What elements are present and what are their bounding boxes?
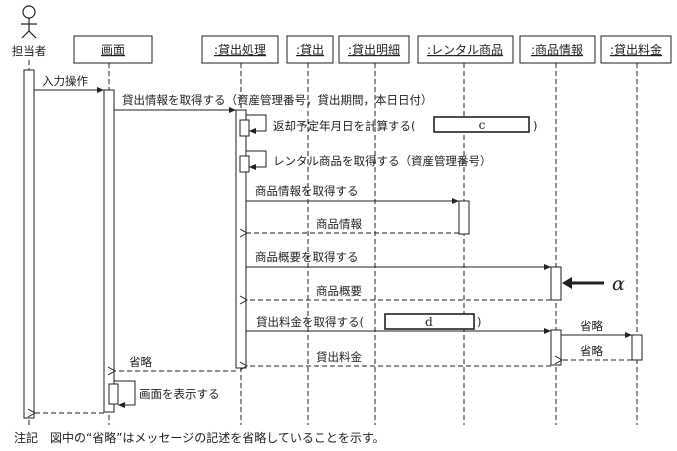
participant-label: :貸出処理 bbox=[214, 42, 266, 57]
participant-label: :貸出 bbox=[296, 42, 324, 57]
message-calc-return-date-label: 返却予定年月日を計算する( bbox=[273, 119, 416, 133]
alpha-annotation: α bbox=[562, 273, 625, 295]
participant-label: 画面 bbox=[101, 43, 125, 57]
participant-rental-fee: :貸出料金 bbox=[600, 35, 672, 64]
participant-label: :レンタル商品 bbox=[427, 42, 503, 57]
message-calc-return-date-arrow bbox=[246, 114, 267, 134]
activation-rental-fee bbox=[631, 334, 643, 361]
participant-rental-item: :レンタル商品 bbox=[417, 35, 514, 64]
message-get-fee-close: ) bbox=[477, 315, 482, 329]
activation-actor bbox=[23, 69, 35, 419]
participant-lending-detail: :貸出明細 bbox=[338, 35, 410, 64]
message-get-product-info-label: 商品情報を取得する bbox=[255, 184, 359, 198]
message-get-fee-label: 貸出料金を取得する( bbox=[256, 315, 364, 329]
blank-c: c bbox=[433, 116, 530, 133]
participant-label: :貸出料金 bbox=[610, 42, 662, 57]
participant-lending-process: :貸出処理 bbox=[201, 35, 279, 64]
participant-label: :貸出明細 bbox=[348, 42, 400, 57]
activation-self-rental bbox=[239, 155, 250, 173]
participant-product-info: :商品情報 bbox=[519, 35, 596, 64]
message-product-summary-return-label: 商品概要 bbox=[316, 284, 362, 298]
activation-rental-item bbox=[458, 200, 470, 235]
activation-product-info-summary bbox=[550, 266, 562, 301]
activation-lending-process bbox=[235, 109, 247, 369]
participant-lending: :貸出 bbox=[286, 35, 334, 64]
stick-figure-icon bbox=[21, 5, 37, 39]
message-fee-return-label: 貸出料金 bbox=[316, 350, 362, 364]
blank-c-label: c bbox=[479, 118, 486, 132]
alpha-label: α bbox=[612, 273, 625, 295]
activation-product-info-fee bbox=[550, 329, 562, 366]
actor: 担当者 bbox=[12, 5, 47, 58]
footnote: 注記 図中の“省略”はメッセージの記述を省略していることを示す。 bbox=[14, 430, 385, 445]
message-get-rental-item-arrow bbox=[246, 150, 267, 170]
blank-d-label: d bbox=[425, 315, 433, 329]
message-input-label: 入力操作 bbox=[42, 74, 88, 88]
message-omitted-to-screen-label: 省略 bbox=[129, 355, 152, 369]
message-product-info-return-label: 商品情報 bbox=[316, 217, 362, 231]
participant-label: :商品情報 bbox=[531, 42, 583, 57]
actor-label: 担当者 bbox=[12, 44, 47, 58]
message-calc-return-date-close: ) bbox=[533, 119, 538, 133]
message-omitted-call-label: 省略 bbox=[580, 319, 603, 333]
participant-screen: 画面 bbox=[73, 35, 153, 64]
message-display-screen-label: 画面を表示する bbox=[139, 387, 220, 401]
activation-self-calc bbox=[239, 119, 250, 137]
message-get-product-summary-label: 商品概要を取得する bbox=[255, 250, 359, 264]
message-display-screen-arrow bbox=[114, 380, 136, 408]
message-omitted-return-label: 省略 bbox=[580, 344, 603, 358]
message-get-lending-info-label: 貸出情報を取得する（資産管理番号，貸出期間，本日日付） bbox=[122, 93, 433, 107]
activation-screen-self bbox=[108, 383, 119, 405]
activation-screen bbox=[103, 89, 115, 413]
blank-d: d bbox=[384, 313, 475, 330]
message-get-rental-item-label: レンタル商品を取得する（資産管理番号） bbox=[273, 154, 492, 168]
